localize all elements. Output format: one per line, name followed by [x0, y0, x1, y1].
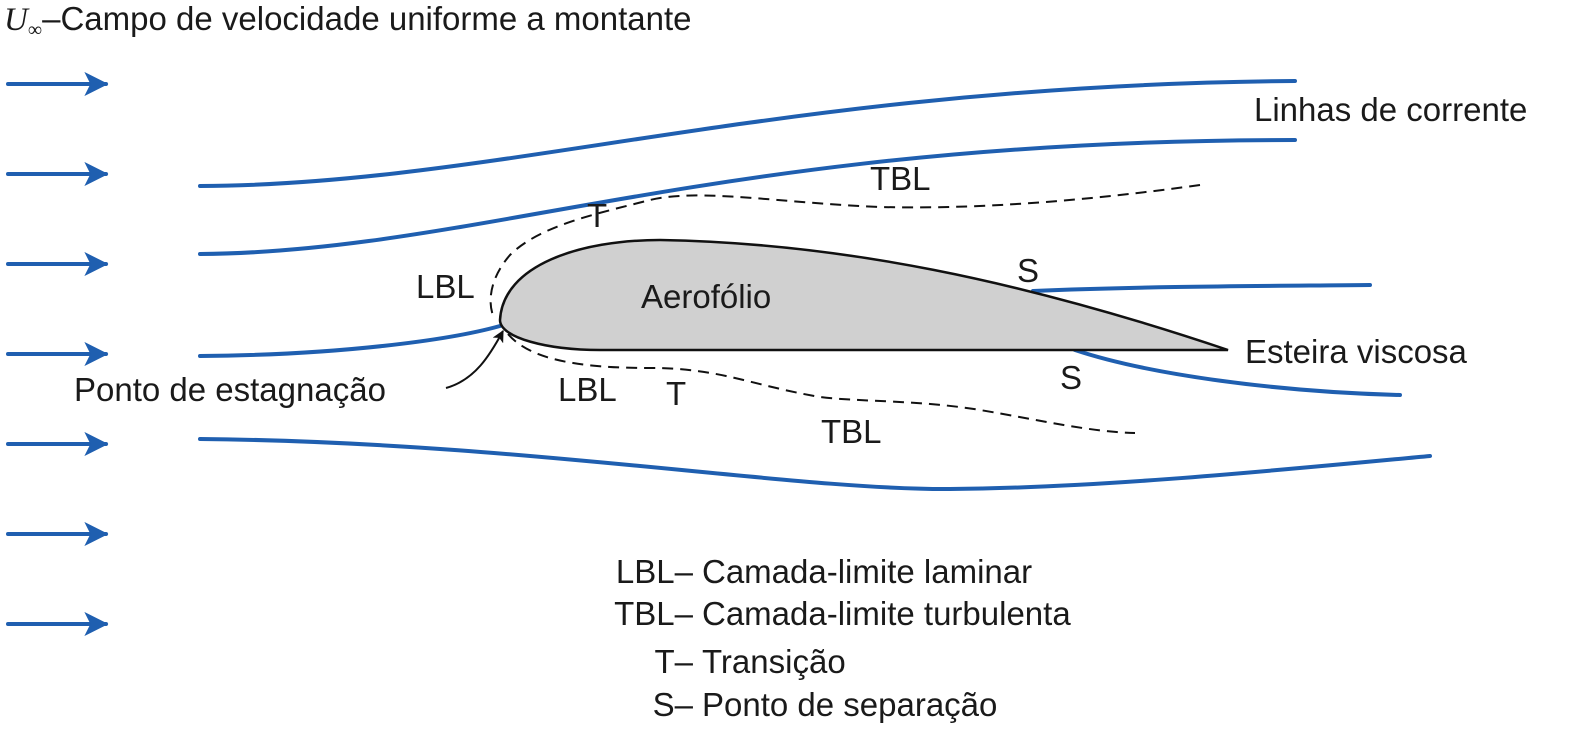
legend-text: Transição	[702, 643, 846, 680]
streamline-upper	[198, 138, 1297, 256]
legend-abbr: S–	[653, 686, 694, 723]
streamline-top	[198, 79, 1297, 188]
boundary-layer-lower	[507, 333, 1136, 434]
legend: LBL– Camada-limite laminar TBL– Camada-l…	[614, 553, 1071, 723]
legend-text: Camada-limite laminar	[702, 553, 1032, 590]
streamlines-label: Linhas de corrente	[1254, 91, 1527, 128]
tbl-upper-label: TBL	[870, 160, 931, 197]
streamline-bottom	[198, 437, 1432, 492]
separation-lower-label: S	[1060, 359, 1082, 396]
stagnation-pointer-arrow	[445, 329, 504, 389]
diagram-title: U∞–Campo de velocidade uniforme a montan…	[4, 0, 692, 41]
streamline-wake-lower	[1073, 348, 1402, 397]
tbl-lower-label: TBL	[821, 413, 882, 450]
wake-label: Esteira viscosa	[1245, 333, 1468, 370]
streamlines	[198, 79, 1432, 492]
legend-abbr: TBL–	[614, 595, 694, 632]
airfoil-shape	[498, 238, 1229, 352]
legend-text: Camada-limite turbulenta	[702, 595, 1071, 632]
boundary-layer-upper	[489, 184, 1201, 319]
stagnation-label: Ponto de estagnação	[74, 371, 386, 408]
lbl-lower-label: LBL	[558, 371, 617, 408]
transition-upper-label: T	[587, 197, 607, 234]
transition-lower-label: T	[666, 375, 686, 412]
legend-abbr: T–	[654, 643, 693, 680]
upstream-arrows	[6, 72, 109, 636]
airfoil-label: Aerofólio	[641, 278, 771, 315]
legend-text: Ponto de separação	[702, 686, 997, 723]
legend-abbr: LBL–	[616, 553, 694, 590]
lbl-upper-label: LBL	[416, 268, 475, 305]
separation-upper-label: S	[1017, 252, 1039, 289]
streamline-wake-upper	[1031, 283, 1372, 293]
streamline-stagnation	[198, 324, 502, 358]
